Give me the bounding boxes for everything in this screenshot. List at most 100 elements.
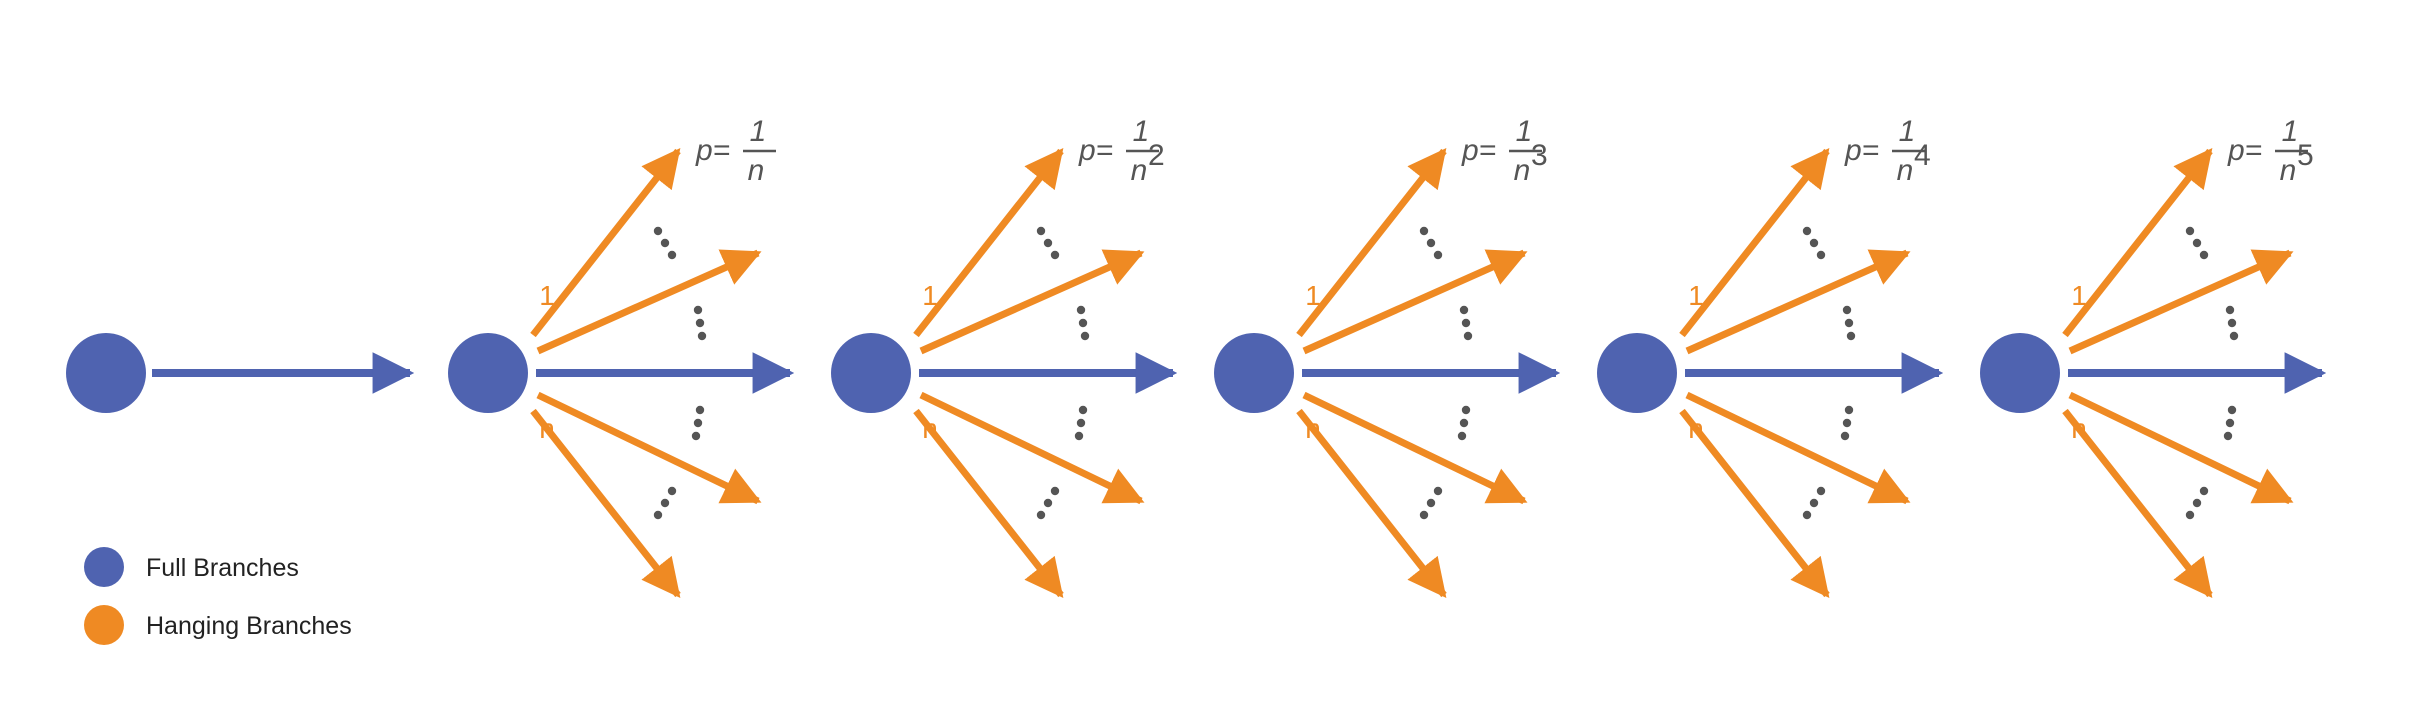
ellipsis-dot [2227,318,2237,328]
ellipsis-dot [1844,405,1854,415]
ellipsis-dot [2227,405,2237,415]
hanging-branch-arrow [530,147,681,338]
hanging-branch-arrow [2062,147,2213,338]
hanging-branch-arrow [913,147,1064,338]
branch-label-first: 1 [1305,280,1321,311]
ellipsis-dot [1846,331,1856,341]
branch-label-last: n [1305,413,1321,444]
full-branch-node [1980,333,2060,413]
formula-prefix: p= [1844,134,1879,167]
stage-1: 1np=1n [448,115,795,599]
formula-numerator: 1 [1899,115,1916,148]
ellipsis-dot [1802,226,1812,236]
hanging-branch-arrow [2068,249,2294,355]
hanging-branch-arrow [1296,147,1447,338]
full-branch-node [831,333,911,413]
ellipsis-dot [2192,498,2202,508]
formula-exponent: 2 [1148,139,1165,172]
ellipsis-dot [667,250,677,260]
branch-label-last: n [539,413,555,444]
ellipsis-dot [1842,305,1852,315]
full-branch-node [1214,333,1294,413]
hanging-branch-arrow [1302,249,1528,355]
ellipsis-dot [653,510,663,520]
formula-denominator: n [1131,154,1148,187]
legend-full-swatch [84,547,124,587]
ellipsis-dot [1078,405,1088,415]
ellipsis-dot [2185,226,2195,236]
formula-prefix: p= [1461,134,1496,167]
hanging-branch-arrow [1679,147,1830,338]
ellipsis-dot [660,238,670,248]
ellipsis-dot [1050,486,1060,496]
ellipsis-dot [1433,250,1443,260]
ellipsis-dot [2225,305,2235,315]
ellipsis-dot [1463,331,1473,341]
formula-denominator: n [748,154,765,187]
formula-denominator: n [1514,154,1531,187]
ellipsis-dot [1809,238,1819,248]
ellipsis-dot [1426,498,1436,508]
full-branch-node [1597,333,1677,413]
ellipsis-dot [695,405,705,415]
branch-label-first: 1 [1688,280,1704,311]
hanging-branch-arrow [536,249,762,355]
ellipsis-dot [1419,510,1429,520]
formula-prefix: p= [695,134,730,167]
ellipsis-dot [1461,405,1471,415]
ellipsis-dot [1076,418,1086,428]
hanging-branch-arrow [913,408,1064,599]
probability-formula: p= 1 n [695,115,776,187]
full-branch-node [448,333,528,413]
branch-label-first: 1 [2071,280,2087,311]
hanging-branch-arrow [1302,391,1528,505]
ellipsis-dot [667,486,677,496]
ellipsis-dot [1043,498,1053,508]
ellipsis-dot [2225,418,2235,428]
ellipsis-dot [693,305,703,315]
ellipsis-dot [1457,431,1467,441]
ellipsis-dot [1043,238,1053,248]
ellipsis-dot [1433,486,1443,496]
legend-full-label: Full Branches [146,554,299,582]
ellipsis-dot [1036,510,1046,520]
ellipsis-dot [1426,238,1436,248]
ellipsis-dot [2192,238,2202,248]
formula-exponent: 4 [1914,139,1931,172]
legend-hanging-label: Hanging Branches [146,612,352,640]
formula-numerator: 1 [1516,115,1533,148]
formula-prefix: p= [2227,134,2262,167]
formula-denominator: n [1897,154,1914,187]
ellipsis-dot [653,226,663,236]
branch-label-last: n [922,413,938,444]
ellipsis-dot [1050,250,1060,260]
hanging-branch-arrow [536,391,762,505]
ellipsis-dot [1419,226,1429,236]
legend-hanging-swatch [84,605,124,645]
ellipsis-dot [1461,318,1471,328]
root-group [66,333,415,413]
ellipsis-dot [1816,250,1826,260]
ellipsis-dot [1842,418,1852,428]
formula-prefix: p= [1078,134,1113,167]
ellipsis-dot [1802,510,1812,520]
ellipsis-dot [1078,318,1088,328]
ellipsis-dot [693,418,703,428]
branch-label-last: n [1688,413,1704,444]
formula-numerator: 1 [750,115,767,148]
ellipsis-dot [1840,431,1850,441]
ellipsis-dot [1816,486,1826,496]
ellipsis-dot [697,331,707,341]
formula-numerator: 1 [2282,115,2299,148]
legend: Full Branches Hanging Branches [84,547,352,645]
ellipsis-dot [1036,226,1046,236]
ellipsis-dot [2229,331,2239,341]
